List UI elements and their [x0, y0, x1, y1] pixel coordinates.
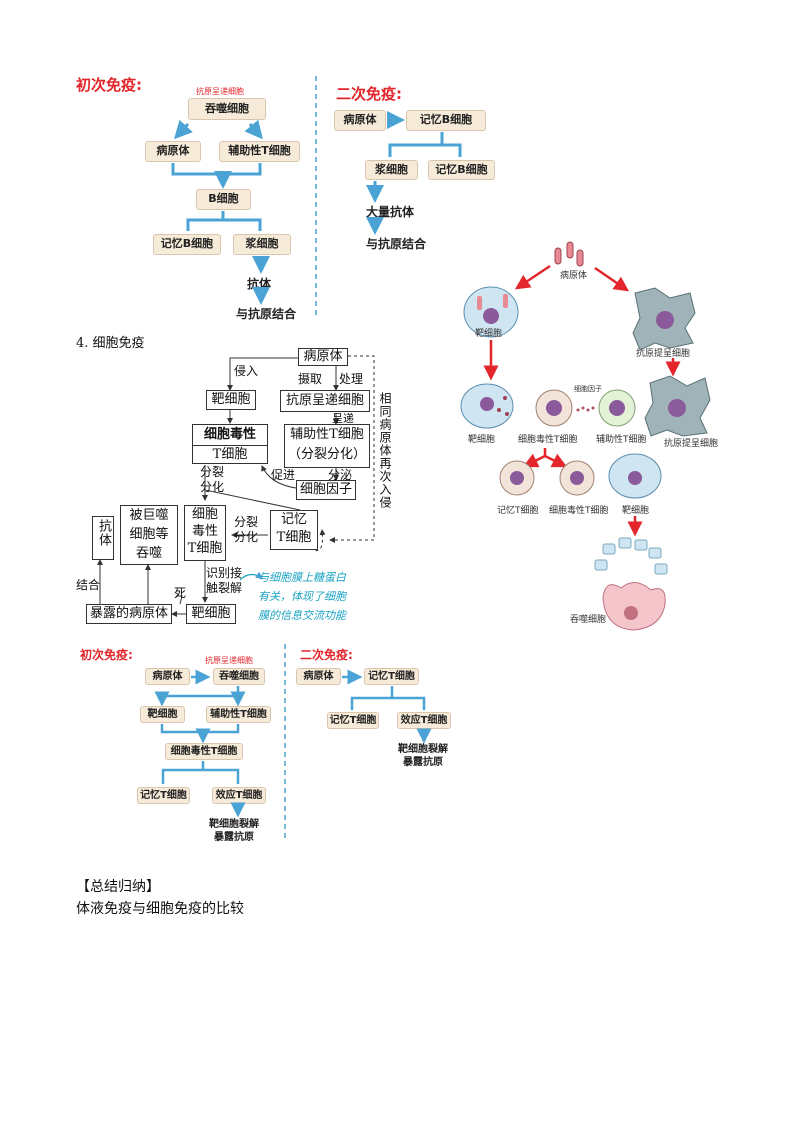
cell-lysis-text: 靶细胞裂解 暴露抗原 — [209, 819, 259, 843]
flow-divide-diff2-label: 分裂 分化 — [234, 515, 259, 544]
summary-line: 体液免疫与细胞免疫的比较 — [76, 901, 244, 917]
cell-target-box: 靶细胞 — [140, 706, 185, 723]
flow-ctl-line2: T细胞 — [212, 447, 248, 462]
humoral-primary-arrows — [171, 76, 317, 318]
flow-ctl2-box: 细胞 毒性 T细胞 — [184, 505, 226, 561]
summary-heading: 【总结归纳】 — [76, 879, 160, 895]
humoral2-memory-b-box: 记忆B细胞 — [406, 110, 486, 131]
flow-exposed-box: 暴露的病原体 — [86, 604, 172, 624]
illus-target1-label: 靶细胞 — [475, 329, 503, 339]
flow-promote-label: 促进 — [271, 468, 296, 482]
flow-handwritten-note: 与细胞膜上糖蛋白 有关，体现了细胞 膜的信息交流功能 — [258, 571, 346, 622]
cell2-memory-t-box: 记忆T细胞 — [364, 668, 419, 685]
illus-pathogen-label: 病原体 — [560, 271, 588, 281]
humoral-b-cell-box: B细胞 — [196, 189, 251, 210]
humoral-helper-t-box: 辅助性T细胞 — [219, 141, 300, 162]
humoral-secondary-arrows — [366, 111, 462, 235]
section4-heading: 4. 细胞免疫 — [76, 336, 145, 351]
flow-uptake-label: 摄取 — [298, 372, 323, 386]
cellular-secondary-title: 二次免疫: — [300, 648, 353, 662]
flow-divide-diff-label: 分裂 分化 — [200, 465, 225, 494]
flow-pathogen-box: 病原体 — [298, 348, 348, 366]
humoral-memory-b-box: 记忆B细胞 — [153, 234, 221, 255]
illus-cytokine-label: 细胞因子 — [574, 385, 602, 393]
cell-memory-t-box: 记忆T细胞 — [137, 787, 190, 804]
target-cell-lysis-icon — [460, 383, 514, 429]
humoral2-memory-b2-box: 记忆B细胞 — [428, 160, 495, 180]
cell-pathogen-box: 病原体 — [145, 668, 190, 685]
flow-ctl-box: 细胞毒性 T细胞 — [192, 424, 268, 464]
flow-antibody-box: 抗体 — [92, 516, 114, 560]
illus-apc2-label: 抗原提呈细胞 — [664, 439, 719, 449]
cellular-primary-arrows — [154, 644, 286, 840]
cell-phagocyte-box: 吞噬细胞 — [213, 668, 265, 685]
humoral-bind-text: 与抗原结合 — [236, 307, 297, 321]
phagocyte-icon — [602, 582, 666, 631]
cell2-pathogen-box: 病原体 — [296, 668, 341, 685]
flow-reinvade-label: 相同病原体再次入侵 — [378, 392, 392, 509]
target-cell3-icon — [608, 453, 662, 499]
flow-target2-box: 靶细胞 — [186, 604, 236, 624]
flow-recognize-label: 识别接 触裂解 — [206, 566, 243, 595]
humoral2-pathogen-box: 病原体 — [334, 110, 386, 131]
humoral-plasma-box: 浆细胞 — [233, 234, 291, 255]
illus-ctl2-label: 细胞毒性T细胞 — [549, 506, 609, 516]
fragments-icon — [594, 537, 668, 575]
humoral2-antibodies-text: 大量抗体 — [366, 205, 415, 219]
memory-t-cell-icon — [499, 460, 535, 496]
cytotoxic-t-cell-icon — [535, 389, 573, 427]
humoral-primary-note: 抗原呈递细胞 — [196, 87, 244, 96]
flow-apc-box: 抗原呈递细胞 — [280, 390, 370, 412]
flow-helper-box: 辅助性T细胞 （分裂分化） — [284, 424, 370, 468]
cell-effector-t-box: 效应T细胞 — [212, 787, 266, 804]
apc-icon — [632, 287, 696, 351]
humoral-secondary-title: 二次免疫: — [336, 85, 402, 103]
flow-antibody-text: 抗体 — [96, 519, 111, 547]
cell-illustration-svg — [460, 241, 711, 631]
humoral-phagocyte-box: 吞噬细胞 — [188, 98, 266, 120]
cytokine-dots-icon — [576, 406, 595, 412]
target-cell-icon — [463, 286, 519, 338]
illus-apc1-label: 抗原提呈细胞 — [636, 349, 691, 359]
cell-ctl-box: 细胞毒性T细胞 — [165, 743, 243, 760]
humoral2-bind-text: 与抗原结合 — [366, 237, 427, 251]
humoral2-plasma-box: 浆细胞 — [365, 160, 418, 180]
illus-target2-label: 靶细胞 — [468, 435, 496, 445]
flow-memory-t-box: 记忆 T细胞 — [270, 510, 318, 550]
flow-process-label: 处理 — [339, 372, 364, 386]
flow-helper-line1: 辅助性T细胞 — [290, 427, 364, 442]
illus-target3-label: 靶细胞 — [622, 506, 650, 516]
cellular-primary-title: 初次免疫: — [80, 648, 133, 662]
cellular-primary-note: 抗原呈递细胞 — [205, 656, 253, 665]
flow-target-box: 靶细胞 — [206, 390, 256, 410]
cellular-secondary-arrows — [342, 669, 432, 744]
flow-invade-label: 侵入 — [234, 364, 259, 378]
flow-death-label: 死 — [174, 586, 187, 600]
flow-bind-label: 结合 — [76, 578, 101, 592]
humoral-pathogen-box: 病原体 — [145, 141, 201, 162]
cytotoxic-t2-icon — [559, 460, 595, 496]
flow-ctl-line1: 细胞毒性 — [193, 425, 267, 446]
flow-helper-line2: （分裂分化） — [287, 447, 366, 462]
pathogen-icon — [554, 241, 584, 267]
illus-ctl-label: 细胞毒性T细胞 — [518, 435, 578, 445]
cell2-lysis-text: 靶细胞裂解 暴露抗原 — [398, 744, 448, 768]
illus-phagocyte-label: 吞噬细胞 — [570, 615, 607, 625]
flowchart-lines — [97, 355, 375, 617]
helper-t-cell-icon — [598, 389, 636, 427]
humoral-primary-title: 初次免疫: — [76, 76, 142, 94]
flow-phago-box: 被巨噬 细胞等 吞噬 — [120, 505, 178, 565]
illus-memory-t-label: 记忆T细胞 — [497, 506, 539, 516]
flow-secrete-label: 分泌 — [328, 468, 353, 482]
apc2-icon — [644, 375, 711, 437]
flow-present-label: 呈递 — [332, 412, 354, 425]
cell2-memory-t2-box: 记忆T细胞 — [327, 712, 379, 729]
cell-helper-box: 辅助性T细胞 — [206, 706, 271, 723]
illus-helper-label: 辅助性T细胞 — [596, 435, 647, 445]
flow-cytokine-box: 细胞因子 — [296, 480, 356, 500]
